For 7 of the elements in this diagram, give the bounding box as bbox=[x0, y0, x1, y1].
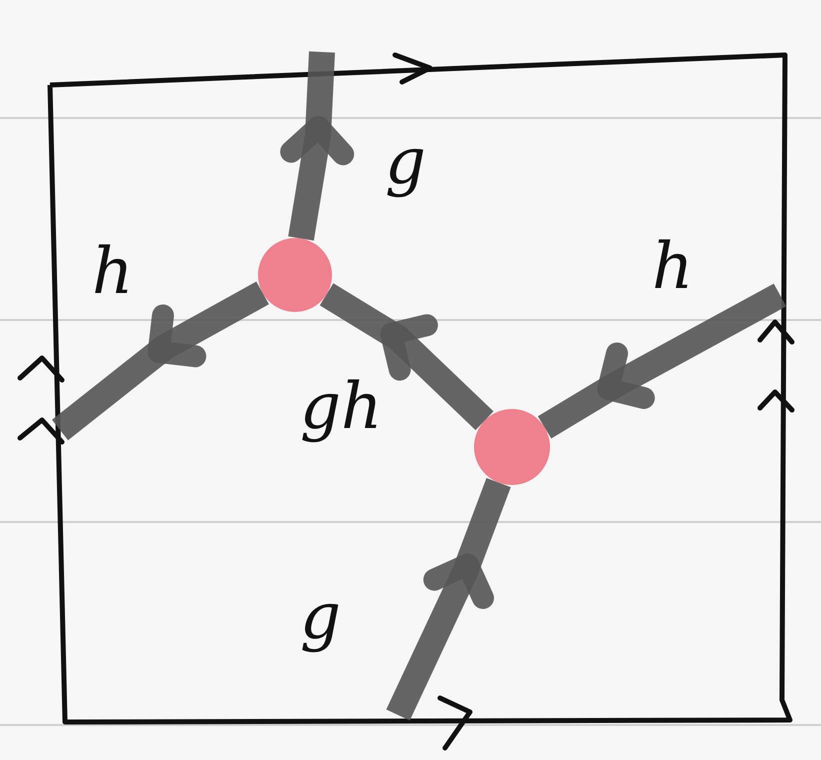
edge-label: h bbox=[652, 235, 694, 299]
edge-label: h bbox=[92, 240, 134, 304]
arrow bbox=[386, 478, 511, 720]
arrow bbox=[538, 284, 786, 439]
arrow bbox=[52, 282, 269, 440]
arrow bbox=[320, 283, 494, 430]
arrow bbox=[280, 51, 354, 241]
